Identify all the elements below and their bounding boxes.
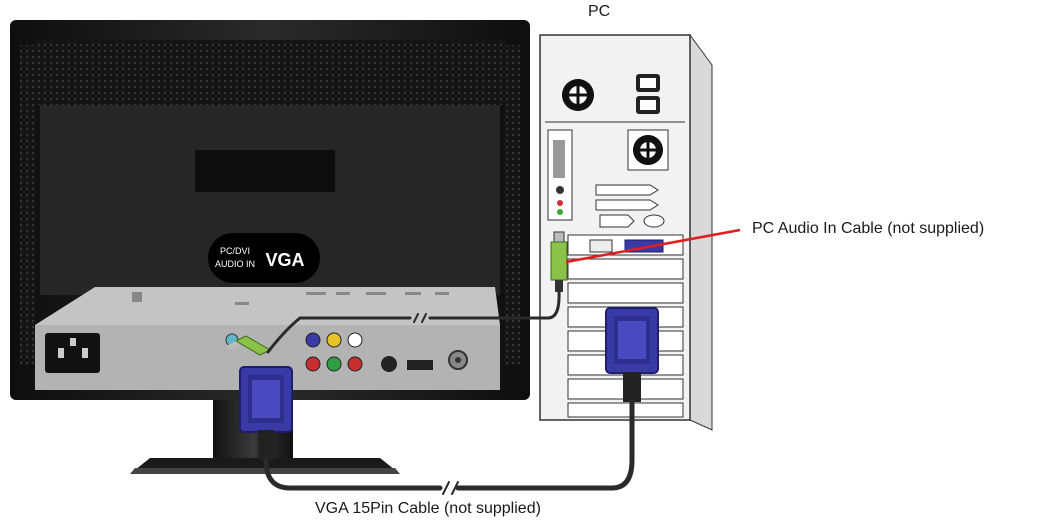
pc-tower <box>539 33 713 431</box>
pc-audio-plug <box>550 231 568 292</box>
pc-vga-connector <box>605 307 659 402</box>
audio-pointer-line <box>565 228 741 264</box>
power-inlet <box>45 333 100 373</box>
pc-case-side <box>689 33 713 431</box>
cables <box>263 290 635 495</box>
av-jacks <box>305 332 363 372</box>
monitor: PC/DVI AUDIO IN VGA <box>10 20 530 474</box>
pc-label: PC <box>588 3 611 20</box>
monitor-vent-right <box>504 45 520 365</box>
vga-cable-label: VGA 15Pin Cable (not supplied) <box>315 500 541 517</box>
hdmi-port <box>407 360 433 370</box>
monitor-vga-connector <box>239 366 293 460</box>
psu-fan-icon <box>562 79 594 111</box>
monitor-vent-top <box>35 40 505 105</box>
audio-cable-label: PC Audio In Cable (not supplied) <box>752 220 985 237</box>
case-fan-icon <box>627 129 669 171</box>
vga-cable <box>263 399 635 491</box>
input-badge: PC/DVI AUDIO IN VGA <box>208 233 320 283</box>
s-video-jack <box>381 356 397 372</box>
monitor-vent-left <box>20 45 36 365</box>
audio-cable <box>266 290 561 354</box>
badge-left-line1: PC/DVI <box>220 246 250 256</box>
monitor-label-plate <box>195 150 335 192</box>
badge-left-line2: AUDIO IN <box>215 259 255 269</box>
badge-vga: VGA <box>265 250 304 270</box>
